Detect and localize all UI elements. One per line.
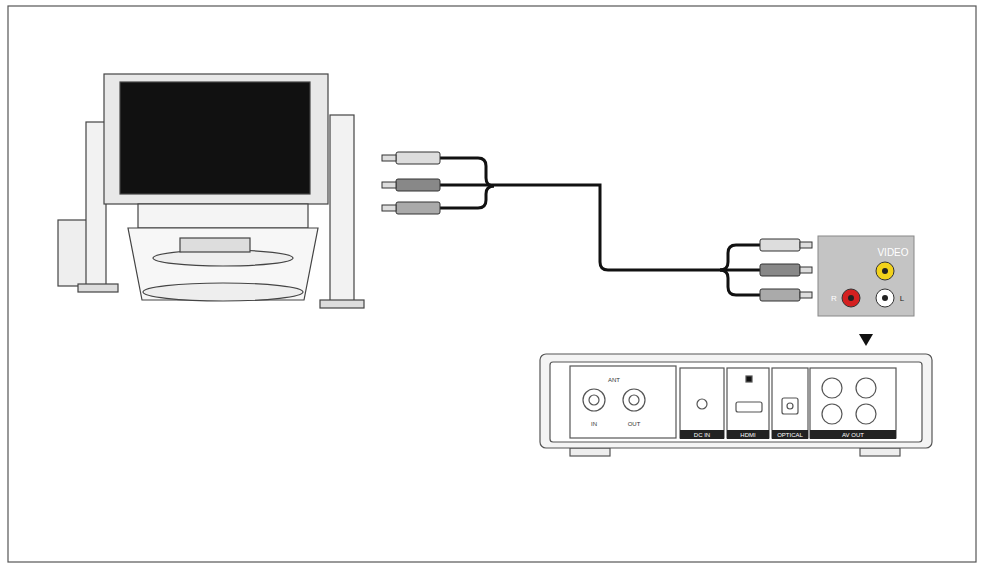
section-label: HDMI	[740, 432, 755, 438]
receiver-rear-panel	[540, 354, 932, 456]
section-label: DC IN	[694, 432, 710, 438]
frame	[8, 6, 976, 562]
section-label: AV OUT	[842, 432, 864, 438]
label-bars	[680, 430, 896, 439]
jack-label: R	[831, 295, 837, 303]
port-label: IN	[591, 421, 597, 427]
tv-set	[58, 74, 364, 308]
port-label: ANT	[608, 377, 620, 383]
jack-label: VIDEO	[877, 248, 908, 258]
port-label: OUT	[628, 421, 641, 427]
jack-label: L	[900, 295, 904, 303]
av-jack-inset	[818, 236, 914, 346]
rca-plugs	[382, 152, 812, 301]
section-label: OPTICAL	[777, 432, 803, 438]
av-cable	[440, 158, 760, 295]
